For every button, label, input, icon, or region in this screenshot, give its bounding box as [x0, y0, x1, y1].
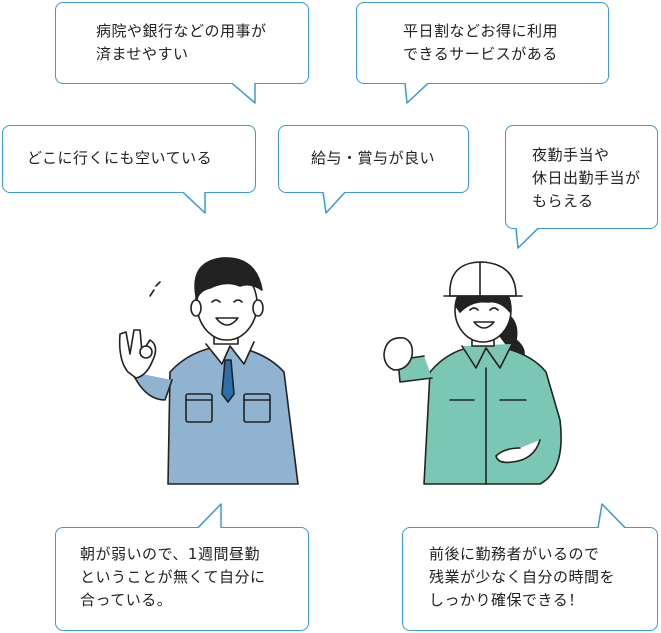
- tie: [221, 359, 235, 403]
- bubble-text: 朝が弱いので、1週間昼勤 ということが無くて自分に 合っている。: [80, 545, 266, 609]
- bubble-morning-weak: 朝が弱いので、1週間昼勤 ということが無くて自分に 合っている。: [55, 527, 309, 631]
- bubble-text: 夜勤手当や 休日出勤手当が もらえる: [532, 146, 641, 210]
- bubble-weekday-discount: 平日割などお得に利用 できるサービスがある: [356, 2, 609, 84]
- bubble-night-holiday-pay: 夜勤手当や 休日出勤手当が もらえる: [505, 125, 658, 229]
- male-worker: [118, 257, 299, 485]
- bubble-empty-anywhere: どこに行くにも空いている: [2, 125, 256, 193]
- fist: [383, 337, 414, 371]
- male-hair: [194, 257, 263, 301]
- bubble-text: 平日割などお得に利用 できるサービスがある: [403, 22, 559, 63]
- bubble-text: どこに行くにも空いている: [27, 149, 213, 167]
- female-worker: [383, 261, 562, 485]
- bubble-text: 給与・賞与が良い: [311, 149, 436, 167]
- female-uniform: [423, 345, 562, 485]
- bubble-before-after-staff: 前後に勤務者がいるので 残業が少なく自分の時間を しっかり確保できる！: [402, 527, 658, 631]
- helmet: [449, 261, 517, 297]
- bubble-hospital-bank: 病院や銀行などの用事が 済ませやすい: [55, 2, 309, 84]
- bubble-text: 前後に勤務者がいるので 残業が少なく自分の時間を しっかり確保できる！: [429, 545, 616, 609]
- bubble-salary-bonus: 給与・賞与が良い: [278, 125, 469, 193]
- ok-hand: [118, 329, 157, 379]
- bubble-text: 病院や銀行などの用事が 済ませやすい: [96, 22, 267, 63]
